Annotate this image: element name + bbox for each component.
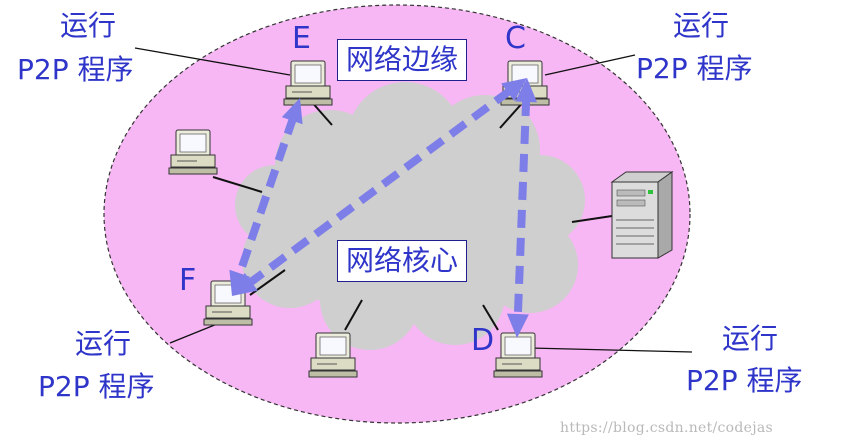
callout-lines [134,47,693,353]
network-edge-label: 网络边缘 [337,39,468,82]
run-label-c: 运行 [673,9,730,42]
host-e-label: E [292,21,311,56]
program-label-f: P2P 程序 [38,370,155,403]
program-label-d: P2P 程序 [686,364,803,397]
p2p-link-c-d [506,78,538,338]
watermark: https://blog.csdn.net/codejas [560,420,774,436]
program-label-e: P2P 程序 [17,53,134,86]
arrowhead [232,272,258,296]
p2p-link-f-c [232,78,527,296]
host-d-computer-icon [493,332,543,378]
run-label-d: 运行 [722,322,779,355]
arrowhead [501,78,527,102]
p2p-dashed-line [513,97,531,319]
computer-icon [168,129,218,175]
arrowhead [506,313,529,338]
host-f-label: F [179,263,197,298]
program-label-c: P2P 程序 [636,52,753,85]
host-d-label: D [471,323,495,358]
network-core-label: 网络核心 [337,240,468,283]
computer-icon [308,332,358,378]
p2p-connections [229,78,538,338]
run-label-f: 运行 [75,327,132,360]
host-c-label: C [505,21,526,56]
server-icon [610,171,674,259]
p2p-dashed-line [234,115,298,279]
host-e-computer-icon [283,60,333,106]
arrowhead [281,98,303,125]
network-core-cloud [235,82,585,350]
run-label-e: 运行 [60,9,117,42]
access-links [212,99,613,331]
arrowhead [515,78,538,103]
